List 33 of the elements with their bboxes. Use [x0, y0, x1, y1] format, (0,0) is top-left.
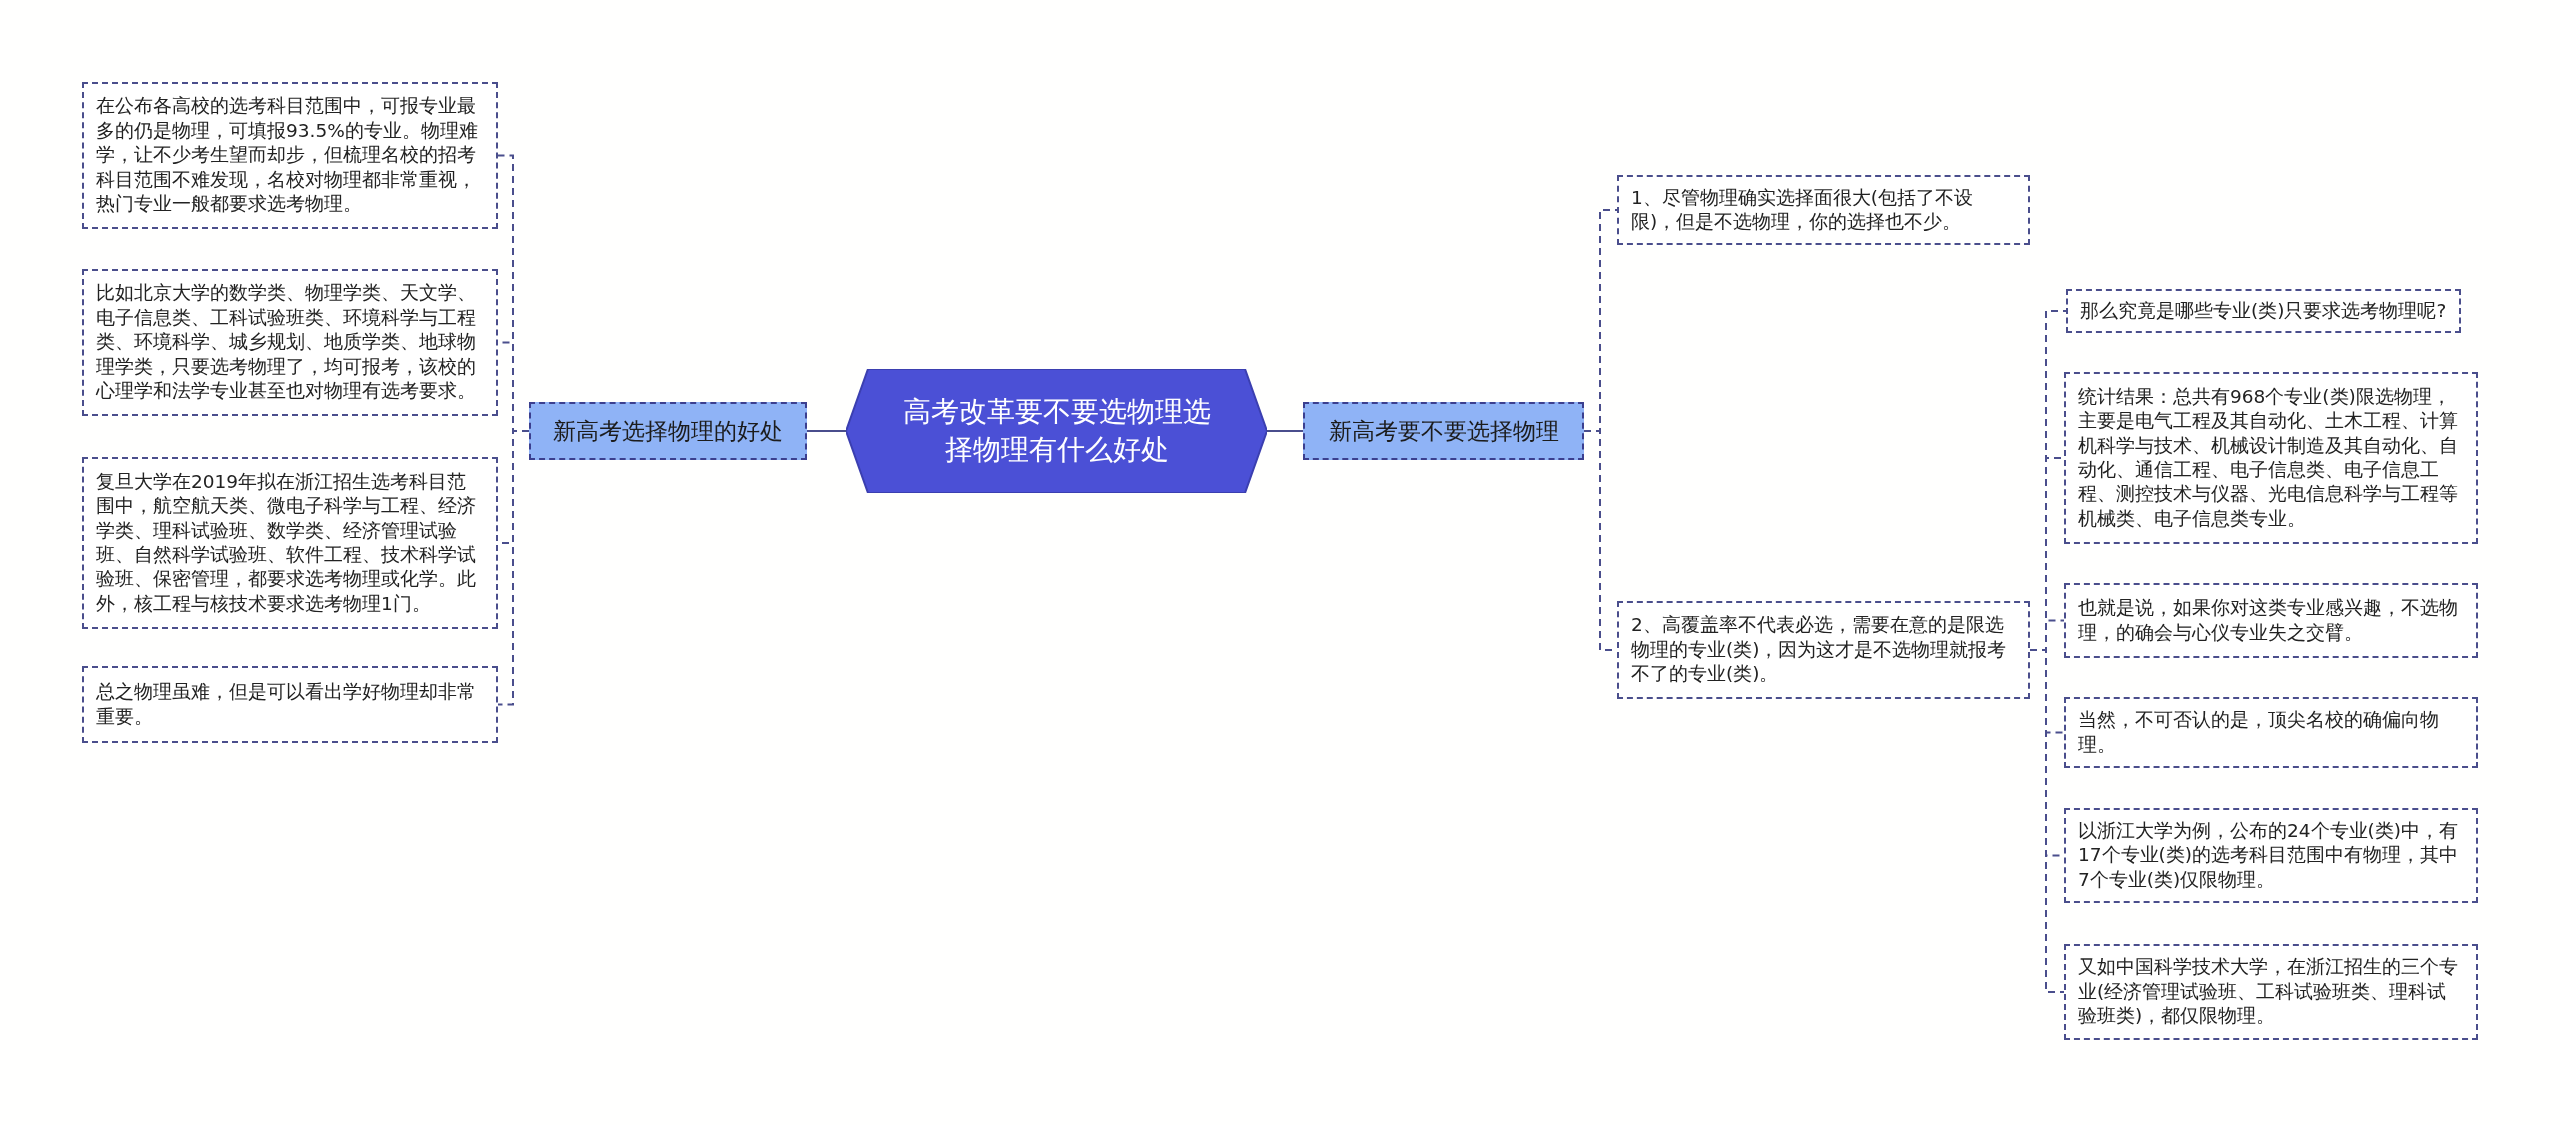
text-box: [2064, 944, 2478, 1040]
topic-text: 比如北京大学的数学类、物理学类、天文学、电子信息类、工科试验班类、环境科学与工程类、环境科学、城乡规划、地质学类、地球物理学类，只要选考物理了，均可报考，该校的心理学和法学专业甚至也对物理有选考要求。: [96, 281, 477, 404]
connector-line: [497, 430, 530, 706]
topic-text: 统计结果：总共有968个专业(类)限选物理，主要是电气工程及其自动化、土木工程、计算机科学与技术、机械设计制造及其自动化、自动化、通信工程、电子信息类、电子信息工程、测控技术与仪器、光电信息科学与工程等机械类、电子信息类专业。: [2078, 384, 2459, 531]
topic-text: 那么究竟是哪些专业(类)只要求选考物理呢?: [2080, 299, 2447, 323]
branch-topic-box: [529, 402, 807, 460]
text-box: [82, 82, 498, 229]
topic-text: 在公布各高校的选考科目范围中，可报专业最多的仍是物理，可填报93.5%的专业。物理难学，让不少考生望而却步，但梳理名校的招考科目范围不难发现，名校对物理都非常重视，热门专业一般都要求选考物理。: [96, 94, 479, 217]
text-box: [1617, 175, 2030, 245]
topic-text: 总之物理虽难，但是可以看出学好物理却非常重要。: [96, 680, 477, 729]
text-box: [2064, 697, 2478, 768]
topic-text: 又如中国科学技术大学，在浙江招生的三个专业(经济管理试验班、工科试验班类、理科试验班类)，都仅限物理。: [2078, 955, 2459, 1029]
connector-line: [806, 430, 847, 432]
topic-text: 1、尽管物理确实选择面很大(包括了不设限)，但是不选物理，你的选择也不少。: [1631, 185, 1974, 234]
topic-text: 新高考要不要选择物理: [1328, 416, 1559, 446]
text-box: [82, 666, 498, 743]
text-box: [2064, 372, 2478, 544]
text-box: [82, 269, 498, 416]
branch-topic-box: [1303, 402, 1584, 460]
text-box: [82, 457, 498, 629]
topic-text: 高考改革要不要选物理选择物理有什么好处: [901, 394, 1212, 468]
topic-text: 也就是说，如果你对这类专业感兴趣，不选物理，的确会与心仪专业失之交臂。: [2078, 596, 2459, 645]
topic-text: 2、高覆盖率不代表必选，需要在意的是限选物理的专业(类)，因为这才是不选物理就报考不了的专业(类)。: [1631, 613, 2008, 687]
topic-text: 当然，不可否认的是，顶尖名校的确偏向物理。: [2078, 708, 2440, 757]
text-box: [1617, 601, 2030, 699]
text-box: [2064, 583, 2478, 658]
topic-text: 以浙江大学为例，公布的24个专业(类)中，有17个专业(类)的选考科目范围中有物理，其中7个专业(类)仅限物理。: [2078, 818, 2459, 892]
topic-text: 新高考选择物理的好处: [553, 416, 783, 446]
text-box: [2066, 289, 2461, 334]
text-box: [2064, 808, 2478, 903]
connector-line: [1266, 430, 1304, 432]
topic-text: 复旦大学在2019年拟在浙江招生选考科目范围中，航空航天类、微电子科学与工程、经济学类、理科试验班、数学类、经济管理试验班、自然科学试验班、软件工程、技术科学试验班、保密管理，都要求选考物理或化学。此外，核工程与核技术要求选考物理1门。: [96, 469, 477, 616]
connector-line: [2029, 649, 2065, 993]
